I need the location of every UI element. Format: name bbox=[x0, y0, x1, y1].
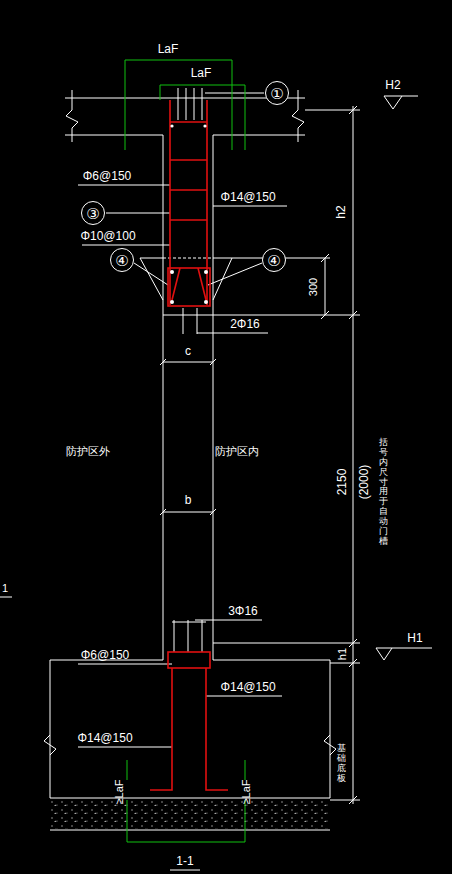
dimension: c bbox=[185, 345, 191, 357]
anchor-length: LaF bbox=[158, 43, 179, 55]
rebar-note: Φ10@100 bbox=[80, 230, 135, 242]
dimension: h2 bbox=[335, 205, 347, 218]
dimension: 300 bbox=[308, 278, 319, 296]
callout-number: ③ bbox=[86, 206, 99, 221]
rebar-note: 2Φ16 bbox=[230, 318, 260, 330]
note-text: 基础底板 bbox=[337, 744, 346, 784]
level-mark: H2 bbox=[385, 79, 400, 91]
dimension: h1 bbox=[337, 648, 348, 660]
callout-circle: ④ bbox=[110, 248, 134, 272]
dimension: 2150 bbox=[336, 469, 348, 496]
dimension: (2000) bbox=[358, 465, 370, 500]
dimension: b bbox=[185, 494, 192, 506]
section-mark: 1 bbox=[2, 583, 8, 594]
callout-circle: ④ bbox=[262, 248, 286, 272]
rebar-note: Φ14@150 bbox=[220, 681, 275, 693]
callout-circle: ③ bbox=[81, 201, 105, 225]
callout-circle: ① bbox=[265, 81, 289, 105]
anchor-length: ≥LaF bbox=[114, 780, 125, 805]
note-text: 括号内尺寸用于自动门槽 bbox=[379, 438, 388, 547]
rebar-note: Φ14@150 bbox=[77, 732, 132, 744]
zone-label: 防护区内 bbox=[215, 446, 259, 457]
rebar-note: 3Φ16 bbox=[228, 605, 258, 617]
rebar-note: Φ14@150 bbox=[220, 191, 275, 203]
rebar-note: Φ6@150 bbox=[81, 649, 129, 661]
callout-number: ④ bbox=[267, 253, 280, 268]
zone-label: 防护区外 bbox=[66, 446, 110, 457]
anchor-length: ≥LaF bbox=[241, 780, 252, 805]
anchor-length: LaF bbox=[191, 67, 212, 79]
level-mark: H1 bbox=[407, 632, 422, 644]
rebar-note: Φ6@150 bbox=[83, 170, 131, 182]
section-title: 1-1 bbox=[176, 855, 193, 867]
callout-number: ④ bbox=[115, 253, 128, 268]
callout-number: ① bbox=[270, 86, 283, 101]
